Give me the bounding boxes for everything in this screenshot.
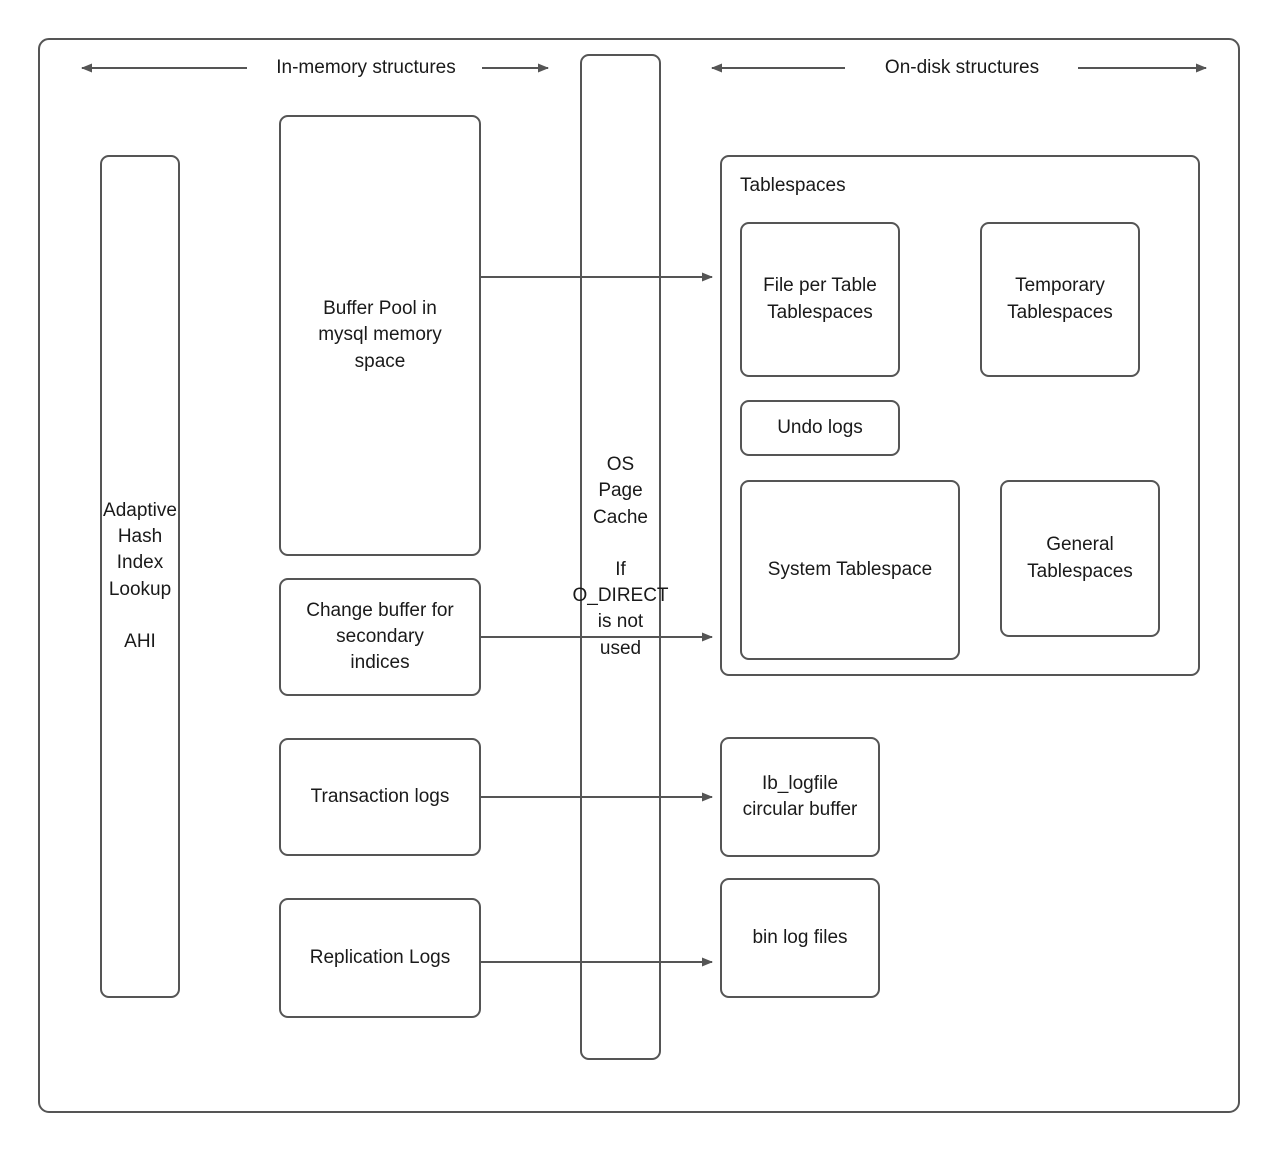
axis-label-on-disk: On-disk structures <box>884 57 1040 78</box>
box-label-ib-logfile: Ib_logfile circular buffer <box>742 772 858 820</box>
box-change-buffer[interactable]: Change buffer for secondary indices <box>279 578 481 696</box>
container-label-tablespaces: Tablespaces <box>740 175 846 196</box>
box-label-undo-logs: Undo logs <box>777 416 863 438</box>
box-ib-logfile[interactable]: Ib_logfile circular buffer <box>720 737 880 857</box>
box-label-general-tablespaces: General Tablespaces <box>1027 534 1133 582</box>
box-transaction-logs[interactable]: Transaction logs <box>279 738 481 856</box>
axis-label-in-memory: In-memory structures <box>276 57 456 78</box>
box-label-file-per-table-tablespaces: File per Table Tablespaces <box>763 275 877 323</box>
box-general-tablespaces[interactable]: General Tablespaces <box>1000 480 1160 637</box>
box-label-transaction-logs: Transaction logs <box>310 785 450 807</box>
box-label-replication-logs: Replication Logs <box>309 946 451 968</box>
box-file-per-table-tablespaces[interactable]: File per Table Tablespaces <box>740 222 900 377</box>
box-label-system-tablespace: System Tablespace <box>767 558 933 580</box>
box-label-adaptive-hash-index: Adaptive Hash Index Lookup AHI <box>103 499 177 652</box>
box-undo-logs[interactable]: Undo logs <box>740 400 900 456</box>
box-temporary-tablespaces[interactable]: Temporary Tablespaces <box>980 222 1140 377</box>
box-replication-logs[interactable]: Replication Logs <box>279 898 481 1018</box>
box-label-buffer-pool: Buffer Pool in mysql memory space <box>318 298 442 372</box>
box-label-temporary-tablespaces: Temporary Tablespaces <box>1007 275 1113 323</box>
box-bin-log-files[interactable]: bin log files <box>720 878 880 998</box>
box-buffer-pool[interactable]: Buffer Pool in mysql memory space <box>279 115 481 556</box>
box-label-change-buffer: Change buffer for secondary indices <box>306 599 454 674</box>
box-system-tablespace[interactable]: System Tablespace <box>740 480 960 660</box>
container-tablespaces <box>720 155 1200 676</box>
outer-frame <box>38 38 1240 1113</box>
box-label-bin-log-files: bin log files <box>752 926 848 948</box>
box-adaptive-hash-index[interactable]: Adaptive Hash Index Lookup AHI <box>100 155 180 998</box>
box-os-page-cache[interactable]: OS Page Cache If O_DIRECT is not used <box>572 54 669 1060</box>
box-label-os-page-cache: OS Page Cache If O_DIRECT is not used <box>572 454 669 659</box>
